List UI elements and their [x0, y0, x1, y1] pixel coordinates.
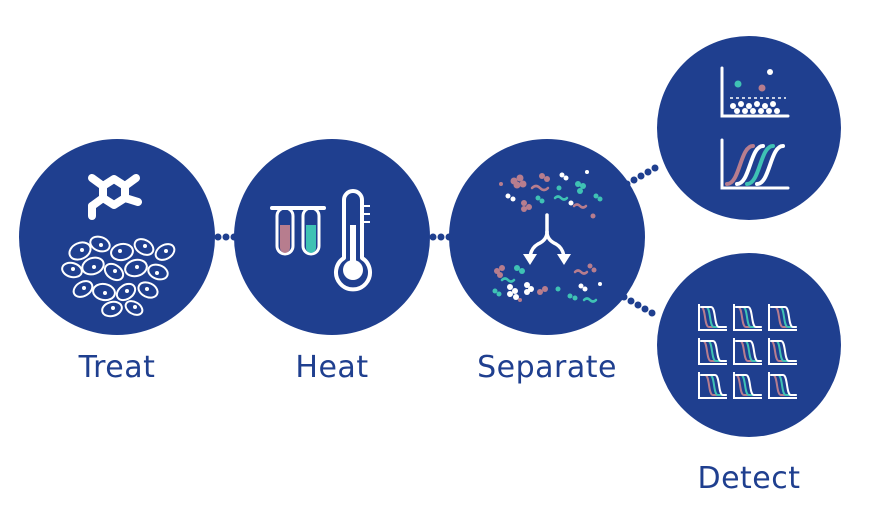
melt-curve-cell — [768, 372, 797, 399]
step-label-treat: Treat — [78, 350, 156, 385]
step-label-separate: Separate — [477, 350, 617, 385]
melt-curve-cell — [768, 304, 797, 331]
melt-curve-cell — [768, 338, 797, 365]
melt-curve-cell — [733, 372, 762, 399]
connector-separate-detect — [620, 293, 656, 317]
step-treat-circle — [19, 139, 215, 335]
melt-curve-cell — [698, 338, 727, 365]
step-heat-circle — [234, 139, 430, 335]
test-tubes-thermometer-icon — [270, 189, 372, 292]
melt-curve-grid-icon — [698, 304, 797, 399]
step-detect-circle — [657, 253, 841, 437]
split-arrow-proteins-icon — [492, 170, 603, 303]
scatter-and-melt-curve-chart-icon — [720, 66, 790, 190]
melt-curve-cell — [733, 338, 762, 365]
melt-curve-cell — [698, 304, 727, 331]
step-chart-circle — [657, 36, 841, 220]
step-separate-circle — [449, 139, 645, 335]
melt-curve-cell — [698, 372, 727, 399]
molecule-and-cells-icon — [61, 174, 176, 318]
step-label-detect: Detect — [697, 461, 801, 496]
melt-curve-cell — [733, 304, 762, 331]
step-label-heat: Heat — [295, 350, 369, 385]
